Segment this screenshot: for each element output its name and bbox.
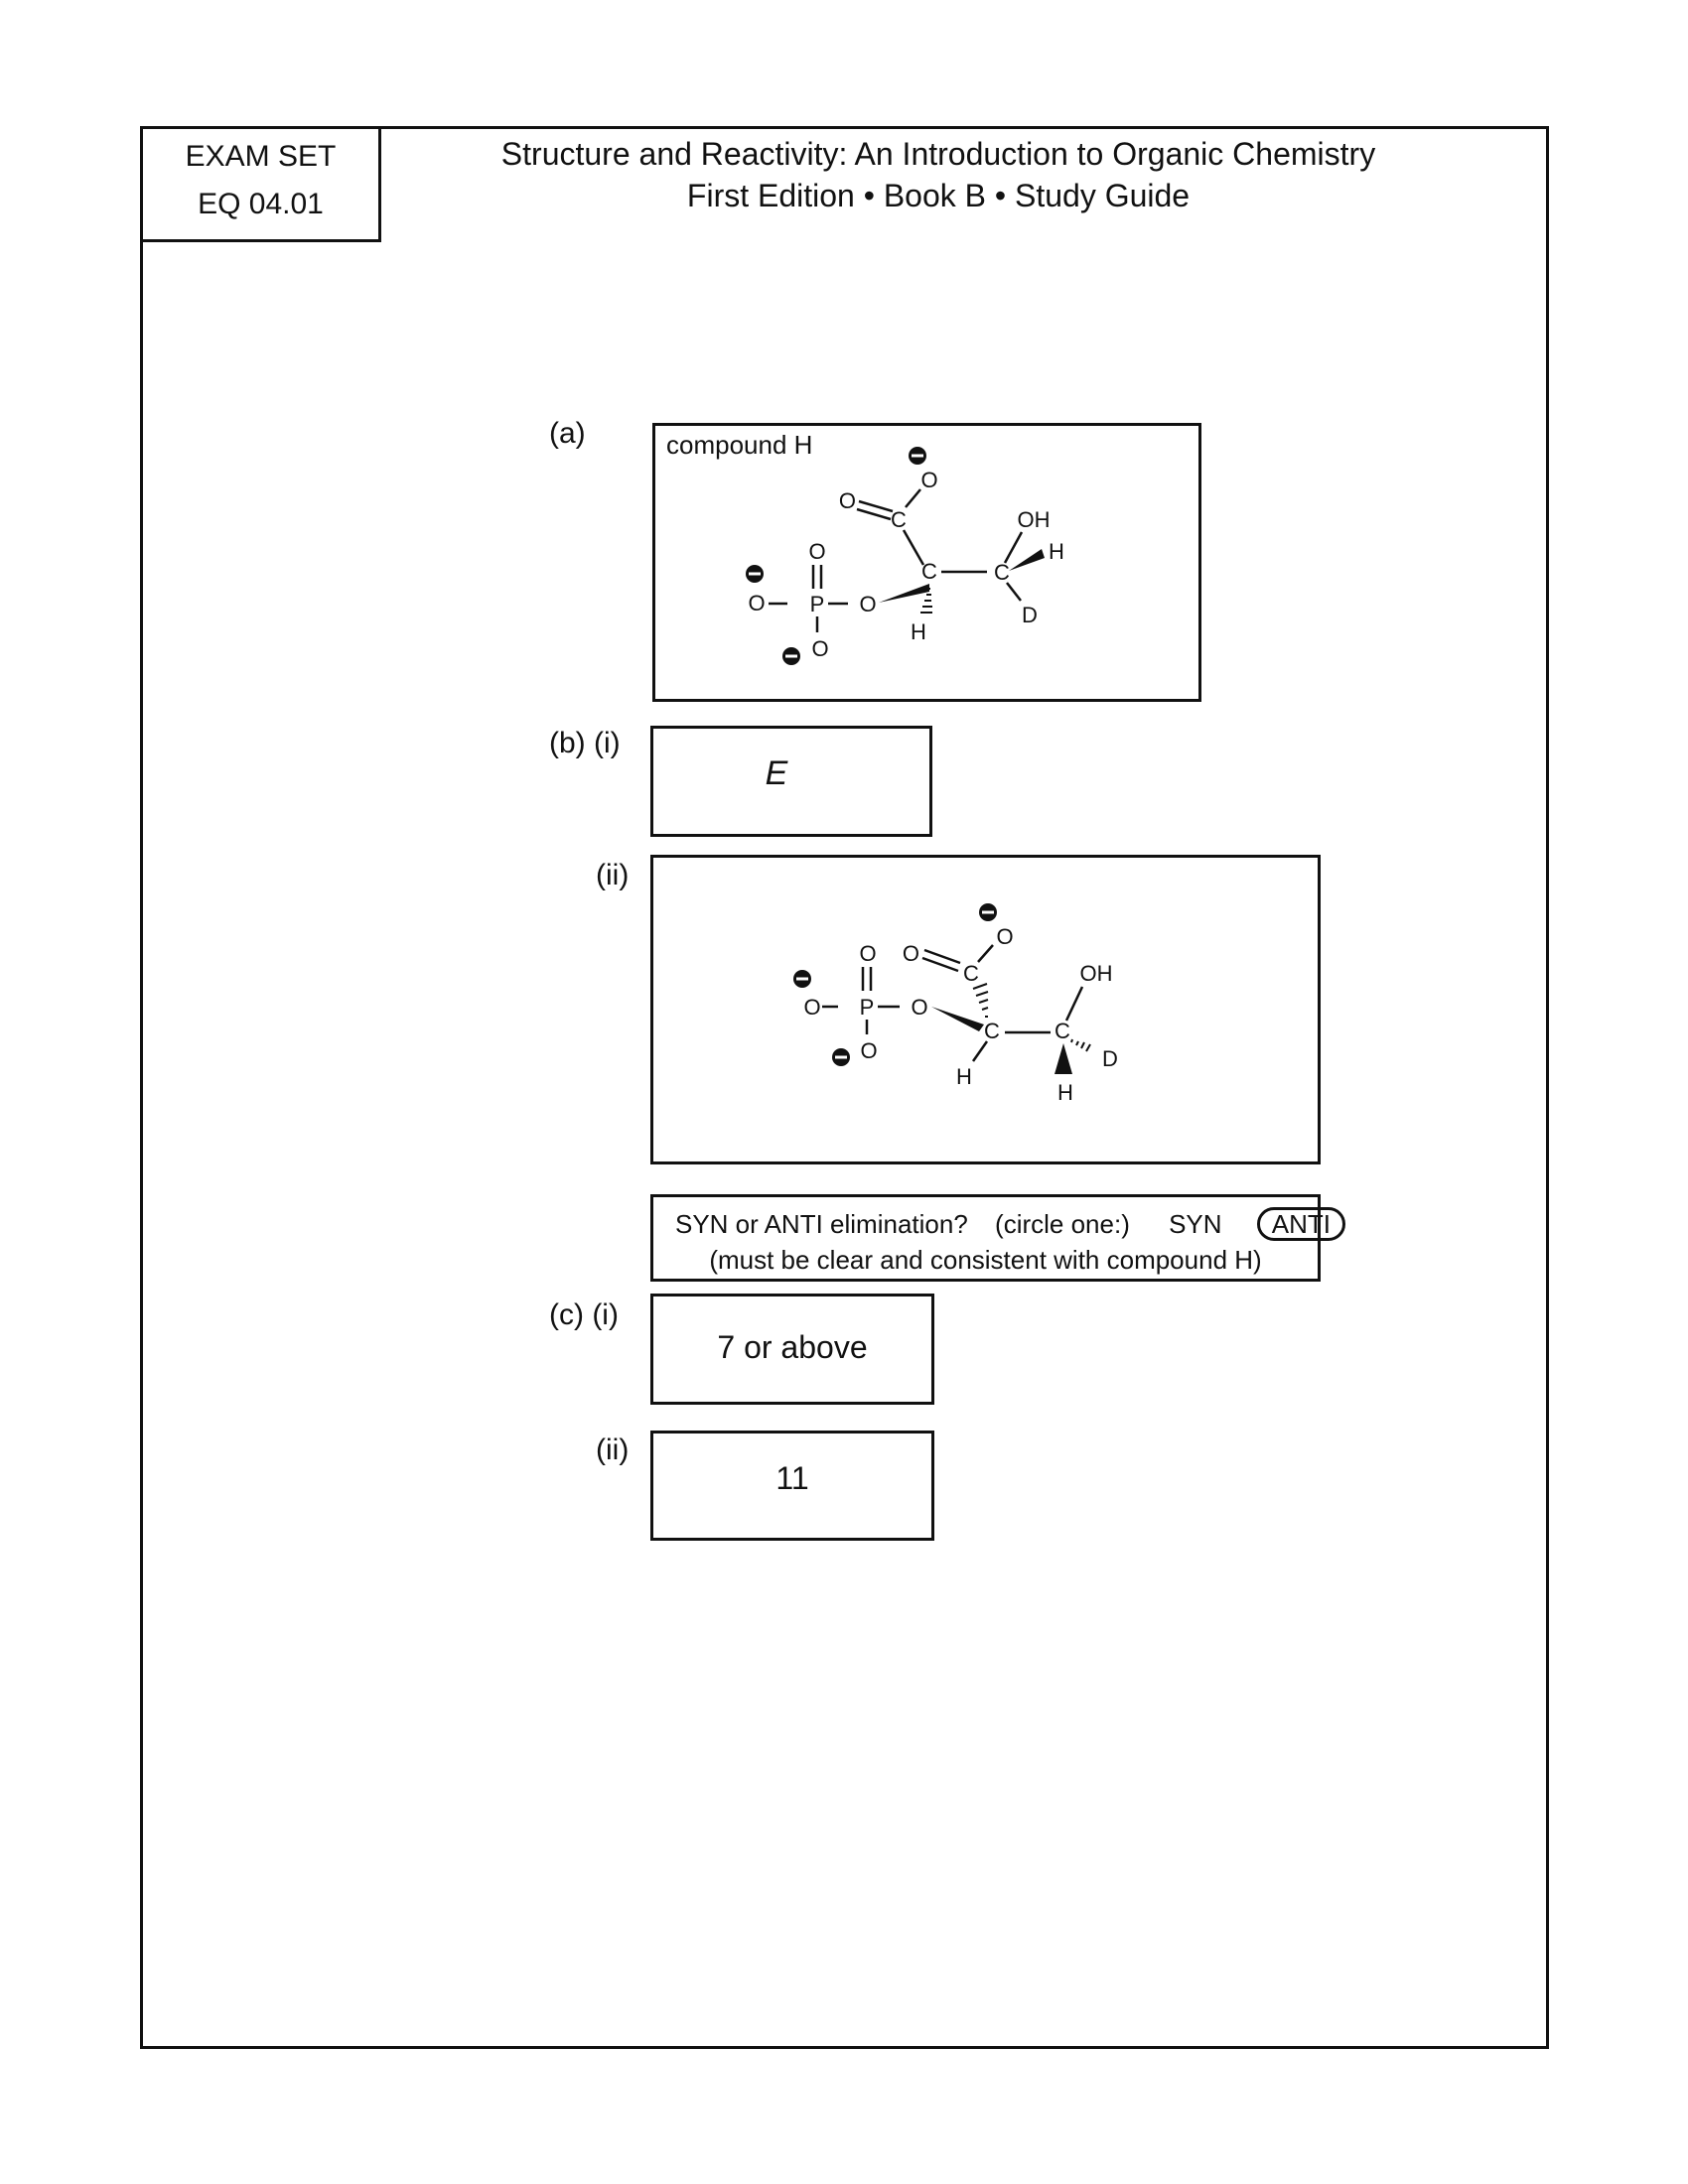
atom-o: O	[808, 539, 825, 564]
answer-b-i: E	[765, 754, 788, 792]
atom-p: P	[860, 995, 875, 1020]
exam-set-label: EXAM SET	[185, 140, 337, 173]
atom-h: H	[1057, 1080, 1073, 1105]
syn-anti-box: SYN or ANTI elimination? (circle one:) S…	[650, 1194, 1346, 1282]
atom-c: C	[994, 560, 1010, 585]
atom-o: O	[920, 468, 937, 492]
compound-h-box: compound H O P O O O C H C O	[652, 423, 1201, 702]
answer-c-i-box: 7 or above	[650, 1294, 934, 1405]
atom-c: C	[891, 507, 907, 532]
answer-b-i-box: E	[650, 726, 932, 837]
atom-h: H	[911, 619, 926, 644]
atom-d: D	[1022, 603, 1038, 627]
atom-o: O	[996, 924, 1013, 949]
answer-c-i: 7 or above	[717, 1329, 868, 1365]
atom-o: O	[811, 636, 828, 661]
consistency-note: (must be clear and consistent with compo…	[709, 1245, 1262, 1275]
atom-o: O	[903, 941, 919, 966]
atom-o: O	[803, 995, 820, 1020]
atom-o: O	[911, 995, 927, 1020]
atom-h: H	[1049, 539, 1064, 564]
atom-oh: OH	[1018, 507, 1051, 532]
part-c-i-label: (c) (i)	[549, 1298, 619, 1331]
atom-h: H	[956, 1064, 972, 1089]
atom-c: C	[1055, 1019, 1070, 1043]
title-line-1: Structure and Reactivity: An Introductio…	[500, 136, 1376, 172]
compound-h-caption: compound H	[666, 430, 813, 460]
atom-c: C	[963, 961, 979, 986]
atom-c: C	[984, 1019, 1000, 1043]
atom-d: D	[1102, 1046, 1118, 1071]
title-line-2: First Edition • Book B • Study Guide	[686, 178, 1191, 213]
atom-c: C	[921, 559, 937, 584]
atom-o: O	[839, 488, 856, 513]
syn-anti-question-row: SYN or ANTI elimination? (circle one:) S…	[675, 1207, 1346, 1241]
atom-o: O	[860, 1038, 877, 1063]
page-frame	[140, 126, 1549, 2049]
part-c-ii-label: (ii)	[596, 1433, 630, 1466]
atom-oh: OH	[1080, 961, 1113, 986]
atom-p: P	[810, 592, 825, 616]
atom-o: O	[748, 591, 765, 615]
part-a-label: (a)	[549, 417, 586, 450]
page-title: Structure and Reactivity: An Introductio…	[417, 133, 1460, 216]
answer-c-ii: 11	[775, 1460, 809, 1496]
part-b-i-label: (b) (i)	[549, 727, 621, 759]
exam-set-code: EQ 04.01	[198, 188, 324, 220]
compound-h-structure: O P O O O C H C O O	[746, 447, 1064, 665]
elimination-conformer-structure: O P O O O C C O O H C OH	[793, 903, 1118, 1105]
syn-anti-question: SYN or ANTI elimination?	[675, 1209, 968, 1239]
option-syn[interactable]: SYN	[1169, 1209, 1222, 1239]
answer-c-ii-box: 11	[650, 1431, 934, 1541]
part-b-ii-label: (ii)	[596, 859, 630, 891]
option-anti-circled[interactable]: ANTI	[1256, 1207, 1346, 1241]
atom-o: O	[859, 941, 876, 966]
atom-o: O	[859, 592, 876, 616]
answer-b-ii-box: O P O O O C C O O H C OH	[650, 855, 1321, 1164]
exam-set-box: EXAM SET EQ 04.01	[140, 126, 381, 242]
circle-instruction: (circle one:)	[995, 1209, 1130, 1239]
